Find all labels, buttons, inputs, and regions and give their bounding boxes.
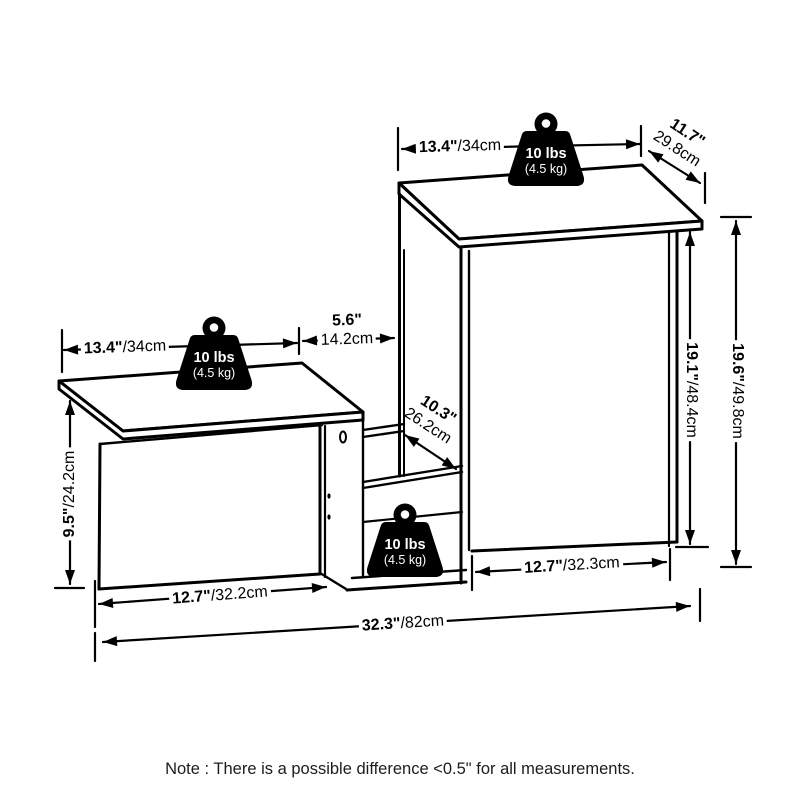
dim-value-inches: 12.7" <box>171 587 212 608</box>
dim-value-metric: /49.8cm <box>729 381 746 439</box>
measurement-note: Note : There is a possible difference <0… <box>165 760 635 778</box>
dim-value-inches: 19.6" <box>729 343 746 382</box>
dim-value-metric: /32.3cm <box>562 554 621 575</box>
weight-body-icon <box>507 131 585 186</box>
weight-badge-right-top: 10 lbs (4.5 kg) <box>507 112 585 186</box>
weight-capacity-lbs: 10 lbs <box>193 350 234 366</box>
dim-left-top-width: 13.4"/34cm <box>80 337 170 359</box>
dim-value-metric: /32.2cm <box>210 583 269 605</box>
dim-value-inches: 12.7" <box>523 557 564 577</box>
dim-value-inches: 13.4" <box>418 138 458 157</box>
dim-value-metric: /24.2cm <box>61 450 78 508</box>
dim-value-metric: /34cm <box>122 337 167 357</box>
weight-capacity-kg: (4.5 kg) <box>525 162 567 176</box>
dim-value-inches: 5.6" <box>331 311 363 330</box>
weight-body-icon <box>175 335 253 390</box>
weight-badge-left-top: 10 lbs (4.5 kg) <box>175 316 253 390</box>
dim-value-metric: 14.2cm <box>320 330 374 349</box>
dim-right-top-width: 13.4"/34cm <box>415 136 505 158</box>
left-table-outline <box>57 361 365 591</box>
dim-value-inches: 19.1" <box>683 342 700 381</box>
dim-gap-width-metric: 14.2cm <box>317 329 377 351</box>
screw-hole <box>327 493 331 499</box>
dim-value-inches: 32.3" <box>361 615 402 635</box>
weight-badge-middle-shelf: 10 lbs (4.5 kg) <box>366 503 444 577</box>
screw-hole <box>327 514 331 520</box>
dim-value-inches: 9.5" <box>61 507 78 538</box>
dim-gap-width-inches: 5.6" <box>332 311 362 330</box>
weight-capacity-kg: (4.5 kg) <box>193 366 235 380</box>
weight-capacity-lbs: 10 lbs <box>384 537 425 553</box>
dim-right-height-outer: 19.6"/49.8cm <box>728 340 746 442</box>
dim-value-metric: /82cm <box>400 612 445 633</box>
right-table-outline <box>397 163 704 585</box>
weight-capacity-lbs: 10 lbs <box>525 146 566 162</box>
dim-right-height-inner: 19.1"/48.4cm <box>682 339 700 441</box>
weight-body-icon <box>366 522 444 577</box>
dim-value-metric: /34cm <box>457 136 502 156</box>
dim-value-metric: /48.4cm <box>683 380 700 438</box>
dim-left-height: 9.5"/24.2cm <box>61 447 79 541</box>
cam-lock-hole <box>339 430 347 444</box>
weight-capacity-kg: (4.5 kg) <box>384 553 426 567</box>
dim-value-inches: 13.4" <box>83 339 123 358</box>
